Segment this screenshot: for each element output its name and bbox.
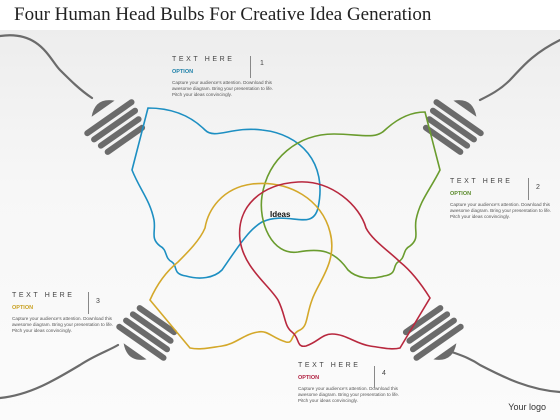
callout-1-divider — [250, 56, 251, 78]
background-band — [0, 30, 560, 420]
cord-bottom-left — [0, 343, 120, 400]
callout-4-number: 4 — [382, 370, 386, 377]
callout-4-description: Capture your audience's attention. Downl… — [298, 386, 400, 403]
cord-bottom-right — [450, 350, 560, 394]
logo-placeholder: Your logo — [508, 402, 546, 412]
callout-1: TEXT HERE 1 OPTION Capture your audience… — [172, 56, 282, 98]
callout-3: TEXT HERE 3 OPTION Capture your audience… — [12, 292, 122, 334]
callout-3-description: Capture your audience's attention. Downl… — [12, 316, 114, 333]
socket-bottom-right — [402, 305, 464, 361]
callout-4-divider — [374, 366, 375, 388]
callout-4-heading: TEXT HERE — [298, 362, 361, 369]
callout-1-number: 1 — [260, 60, 264, 67]
callout-2-divider — [528, 178, 529, 200]
callout-3-divider — [88, 292, 89, 314]
cord-top-left — [0, 34, 94, 100]
green-head-bulb — [260, 111, 441, 279]
cord-top-right — [478, 38, 560, 102]
socket-bottom-left — [116, 305, 178, 361]
center-label: Ideas — [270, 210, 291, 219]
callout-1-option: OPTION — [172, 69, 194, 75]
callout-4-option: OPTION — [298, 375, 320, 381]
callout-1-heading: TEXT HERE — [172, 56, 235, 63]
callout-2-heading: TEXT HERE — [450, 178, 513, 185]
socket-top-right — [422, 99, 484, 155]
socket-top-left — [84, 99, 146, 155]
callout-2-number: 2 — [536, 184, 540, 191]
callout-2-option: OPTION — [450, 191, 472, 197]
slide-title: Four Human Head Bulbs For Creative Idea … — [14, 4, 432, 25]
callout-2-description: Capture your audience's attention. Downl… — [450, 202, 552, 219]
callout-2: TEXT HERE 2 OPTION Capture your audience… — [450, 178, 560, 220]
callout-3-option: OPTION — [12, 305, 34, 311]
red-head-bulb — [238, 181, 431, 350]
callout-3-heading: TEXT HERE — [12, 292, 75, 299]
callout-3-number: 3 — [96, 298, 100, 305]
callout-1-description: Capture your audience's attention. Downl… — [172, 80, 274, 97]
blue-head-bulb — [131, 107, 321, 279]
yellow-head-bulb — [149, 182, 333, 350]
callout-4: TEXT HERE 4 OPTION Capture your audience… — [298, 362, 408, 404]
